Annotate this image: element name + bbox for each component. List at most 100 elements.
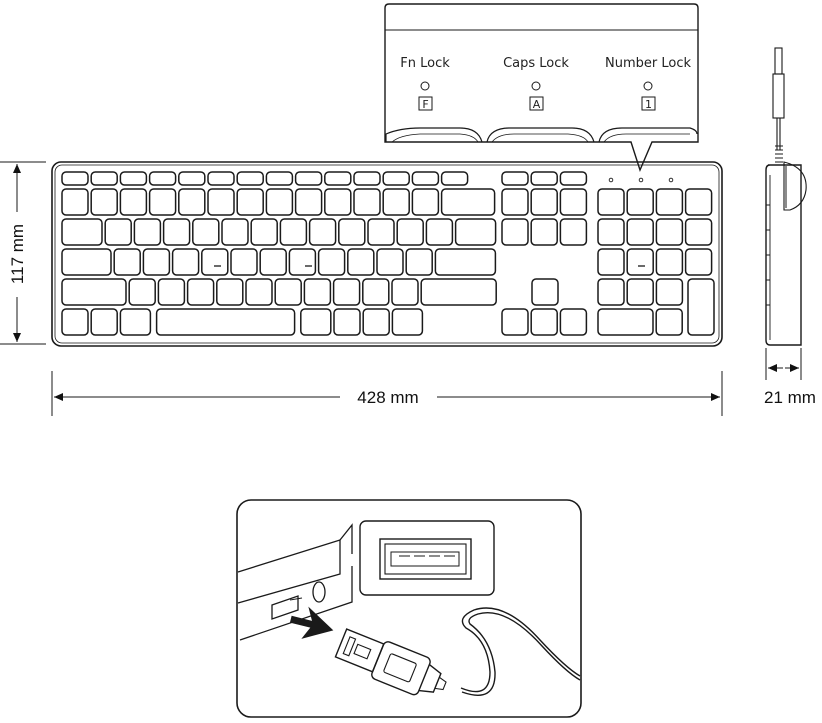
usb-plug-icon xyxy=(333,625,452,704)
key xyxy=(560,219,586,245)
indicator-label: Fn Lock xyxy=(400,56,450,71)
key xyxy=(502,189,528,215)
key xyxy=(426,219,452,245)
key xyxy=(217,279,243,305)
led-icon xyxy=(639,178,643,182)
key xyxy=(188,279,214,305)
key xyxy=(325,189,351,215)
key xyxy=(237,189,263,215)
key xyxy=(377,249,403,275)
key xyxy=(354,172,380,185)
key xyxy=(91,189,117,215)
key xyxy=(231,249,257,275)
key xyxy=(158,279,184,305)
key xyxy=(301,309,331,335)
key xyxy=(251,219,277,245)
key xyxy=(598,249,624,275)
key xyxy=(627,279,653,305)
key xyxy=(397,219,423,245)
key xyxy=(686,249,712,275)
key xyxy=(502,219,528,245)
key xyxy=(275,279,301,305)
key xyxy=(134,219,160,245)
key xyxy=(129,279,155,305)
key xyxy=(157,309,295,335)
indicator-fn-lock: Fn Lock F xyxy=(400,56,450,111)
key xyxy=(260,249,286,275)
key xyxy=(502,309,528,335)
key xyxy=(62,219,102,245)
key xyxy=(412,172,438,185)
led-icon xyxy=(421,82,429,90)
key xyxy=(62,172,88,185)
key xyxy=(348,249,374,275)
key xyxy=(114,249,140,275)
key xyxy=(383,189,409,215)
key xyxy=(368,219,394,245)
key xyxy=(598,309,653,335)
indicator-label: Caps Lock xyxy=(503,56,569,71)
key xyxy=(105,219,131,245)
key xyxy=(598,279,624,305)
depth-label: 21 mm xyxy=(764,388,816,407)
key xyxy=(304,279,330,305)
usb-connection-illustration xyxy=(237,500,581,717)
led-icon xyxy=(532,82,540,90)
width-dimension: 428 mm xyxy=(52,371,722,416)
indicator-number-lock: Number Lock 1 xyxy=(605,56,691,111)
key xyxy=(686,189,712,215)
key xyxy=(179,172,205,185)
key xyxy=(560,189,586,215)
key xyxy=(120,189,146,215)
led-icon xyxy=(609,178,613,182)
key xyxy=(363,309,389,335)
height-label: 117 mm xyxy=(8,224,27,284)
key xyxy=(296,189,322,215)
key xyxy=(686,219,712,245)
key xyxy=(383,172,409,185)
key xyxy=(442,189,495,215)
key xyxy=(442,172,468,185)
key xyxy=(62,309,88,335)
key xyxy=(598,219,624,245)
key xyxy=(319,249,345,275)
key xyxy=(560,172,586,185)
key xyxy=(656,279,682,305)
key xyxy=(412,189,438,215)
key xyxy=(339,219,365,245)
key xyxy=(120,309,150,335)
indicator-caps-lock: Caps Lock A xyxy=(503,56,569,111)
width-label: 428 mm xyxy=(357,388,418,407)
key xyxy=(627,219,653,245)
key xyxy=(193,219,219,245)
indicator-callout: Fn Lock F Caps Lock A Number Lock 1 xyxy=(385,4,698,170)
key xyxy=(531,189,557,215)
key xyxy=(120,172,146,185)
key xyxy=(334,279,360,305)
key xyxy=(421,279,496,305)
key-label: F xyxy=(422,98,428,111)
key xyxy=(62,189,88,215)
key xyxy=(266,189,292,215)
key xyxy=(392,309,422,335)
key xyxy=(656,249,682,275)
key xyxy=(363,279,389,305)
key-label: A xyxy=(533,98,541,111)
key xyxy=(456,219,496,245)
key xyxy=(62,279,126,305)
key xyxy=(406,249,432,275)
key xyxy=(237,172,263,185)
key xyxy=(531,309,557,335)
key xyxy=(246,279,272,305)
led-icon xyxy=(669,178,673,182)
key xyxy=(266,172,292,185)
key xyxy=(179,189,205,215)
indicator-label: Number Lock xyxy=(605,56,691,71)
height-dimension: 117 mm xyxy=(0,162,46,344)
key xyxy=(560,309,586,335)
key xyxy=(656,309,682,335)
keyboard-side-view: 21 mm xyxy=(764,48,816,407)
key xyxy=(173,249,199,275)
led-icon xyxy=(644,82,652,90)
key xyxy=(208,189,234,215)
